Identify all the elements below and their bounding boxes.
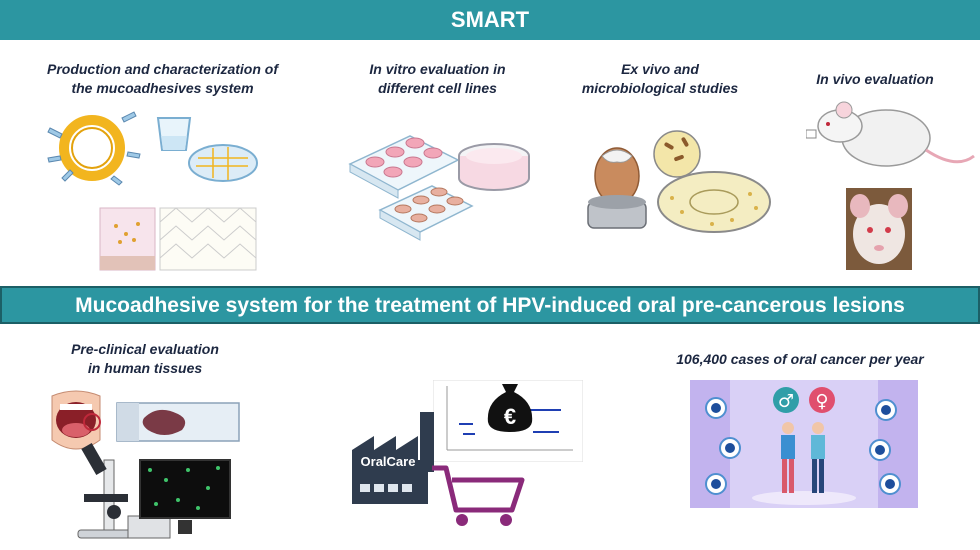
preclinical-caption-line2: in human tissues [87, 360, 203, 376]
cancer-stats-panel: ♂ ♀ [690, 380, 918, 508]
exvivo-caption-line1: Ex vivo and [621, 61, 699, 77]
egg-stand-icon [582, 138, 652, 234]
oralcare-label: OralCare [360, 454, 416, 469]
mouse-icon [806, 96, 978, 182]
bacteria-culture-icon [652, 128, 772, 238]
tissue-mesh-icon [98, 204, 258, 272]
preclinical-caption-line1: Pre-clinical evaluation [71, 341, 219, 357]
female-symbol: ♀ [815, 391, 828, 412]
top-banner: SMART [0, 0, 980, 40]
invitro-caption-line2: different cell lines [378, 80, 497, 96]
invitro-caption-line1: In vitro evaluation in [369, 61, 506, 77]
mid-banner-title: Mucoadhesive system for the treatment of… [75, 294, 905, 317]
factory-icon [350, 410, 448, 506]
well-plate-treated-icon [375, 182, 475, 244]
invivo-caption: In vivo evaluation [800, 70, 950, 89]
tissue-slide-icon [116, 402, 240, 442]
euro-symbol: € [504, 404, 516, 429]
male-symbol: ♂ [778, 391, 794, 412]
mouse-photo [846, 188, 912, 270]
cancer-caption-line1: 106,400 cases of oral cancer per year [676, 351, 924, 367]
money-bag-icon: € [482, 378, 538, 434]
production-caption-line1: Production and characterization of [46, 61, 279, 77]
preclinical-caption: Pre-clinical evaluation in human tissues [40, 340, 250, 378]
mid-banner: Mucoadhesive system for the treatment of… [0, 286, 980, 324]
exvivo-caption-line2: microbiological studies [581, 80, 739, 96]
production-caption: Production and characterization of the m… [30, 60, 295, 98]
mouth-icon [48, 388, 104, 454]
beaker-pouring-icon [148, 108, 258, 190]
production-caption-line2: the mucoadhesives system [71, 80, 254, 96]
microscope-icon [68, 440, 238, 540]
cancer-caption: 106,400 cases of oral cancer per year [645, 350, 955, 369]
shopping-cart-icon [428, 462, 528, 528]
petri-dish-icon [454, 138, 534, 196]
liposome-icon [42, 108, 154, 188]
invivo-caption-line1: In vivo evaluation [816, 71, 934, 87]
top-banner-title: SMART [450, 7, 530, 32]
exvivo-caption: Ex vivo and microbiological studies [565, 60, 755, 98]
invitro-caption: In vitro evaluation in different cell li… [350, 60, 525, 98]
